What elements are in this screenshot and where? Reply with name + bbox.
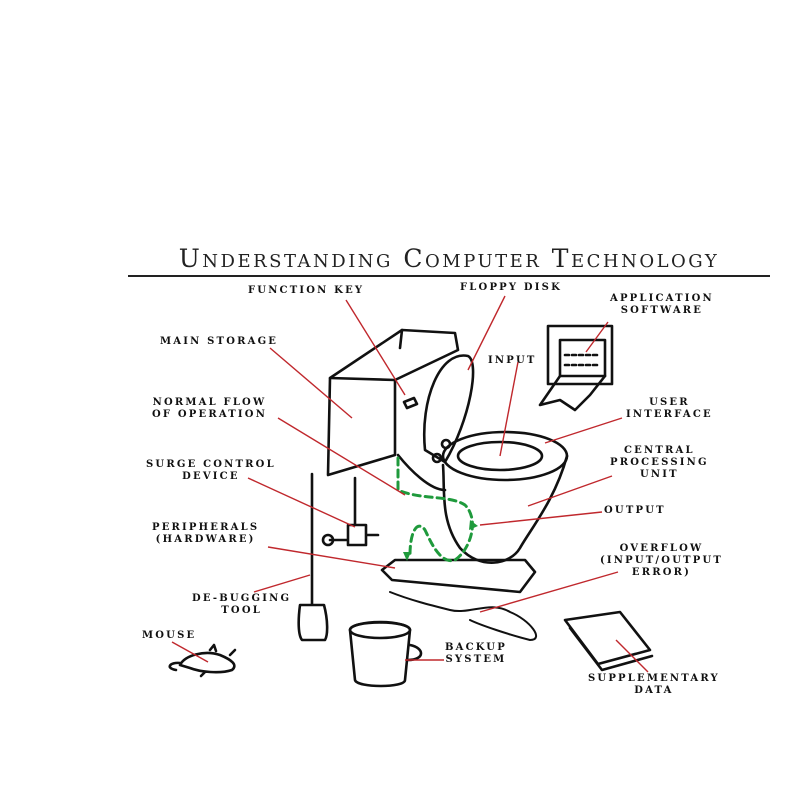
label-supplementary: SUPPLEMENTARY DATA [588,673,720,696]
label-debugging: DE-BUGGING TOOL [192,593,292,616]
label-peripherals: PERIPHERALS (HARDWARE) [152,522,260,545]
label-floppy-disk: FLOPPY DISK [460,282,562,293]
label-application-software: APPLICATION SOFTWARE [610,293,714,316]
toilet-paper-holder [546,324,614,386]
plunger [297,472,329,642]
label-input: INPUT [488,355,537,366]
newspaper [563,610,654,672]
label-function-key: FUNCTION KEY [248,285,365,296]
label-mouse: MOUSE [142,630,197,641]
supply-valve [328,476,380,547]
bucket [348,621,412,688]
toilet-paper [538,374,607,412]
overflow-puddle [389,591,538,641]
toilet-bowl [441,454,569,564]
label-main-storage: MAIN STORAGE [160,336,279,347]
diagram-title: Understanding Computer Technology [178,244,720,273]
label-output: OUTPUT [604,505,666,516]
label-surge-control: SURGE CONTROL DEVICE [146,459,276,482]
title-underline [128,275,770,277]
label-normal-flow: NORMAL FLOW OF OPERATION [152,397,268,420]
toilet-base [380,558,537,594]
leader-lines [171,295,649,673]
label-backup: BACKUP SYSTEM [445,642,507,665]
toilet-tank [326,328,460,477]
label-overflow: OVERFLOW (INPUT/OUTPUT ERROR) [600,543,724,578]
mouse [168,643,237,678]
toilet-seat [441,430,569,482]
seat-lid [422,354,475,464]
label-user-interface: USER INTERFACE [626,397,713,420]
flush-handle [402,396,419,410]
flow-arrow [396,456,474,563]
label-central-processing: CENTRAL PROCESSING UNIT [610,445,709,480]
